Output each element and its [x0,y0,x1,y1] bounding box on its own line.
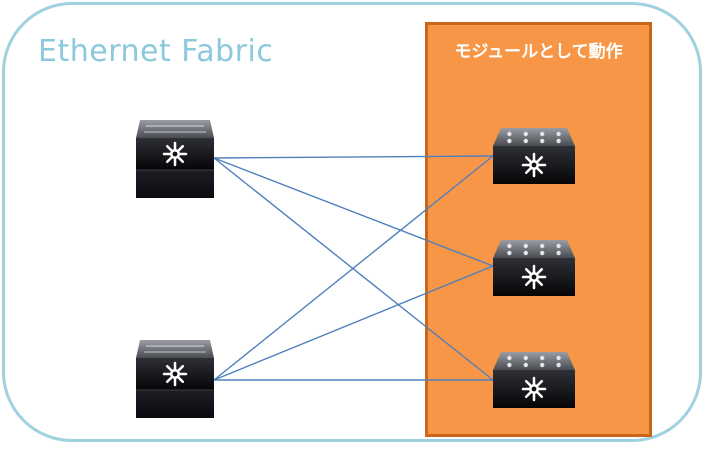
links-layer [213,155,494,381]
fabric-title: Ethernet Fabric [38,34,274,69]
switch-layer [136,120,575,418]
link-left-2-to-right-2 [213,265,494,381]
switch-left-2 [136,340,214,418]
link-left-2-to-right-1 [213,155,494,381]
ethernet-fabric-boundary [2,2,702,442]
switch-right-3 [493,352,575,408]
switch-logo-icon [521,264,547,290]
link-left-1-to-right-3 [213,157,494,381]
switch-logo-icon [162,141,188,167]
link-left-1-to-right-2 [213,157,494,267]
switch-logo-icon [521,376,547,402]
switch-right-1 [493,128,575,184]
link-left-1-to-right-1 [213,155,494,159]
switch-logo-icon [521,152,547,178]
switch-left-1 [136,120,214,198]
switch-right-2 [493,240,575,296]
switch-logo-icon [162,361,188,387]
module-group-label: モジュールとして動作 [454,42,623,62]
